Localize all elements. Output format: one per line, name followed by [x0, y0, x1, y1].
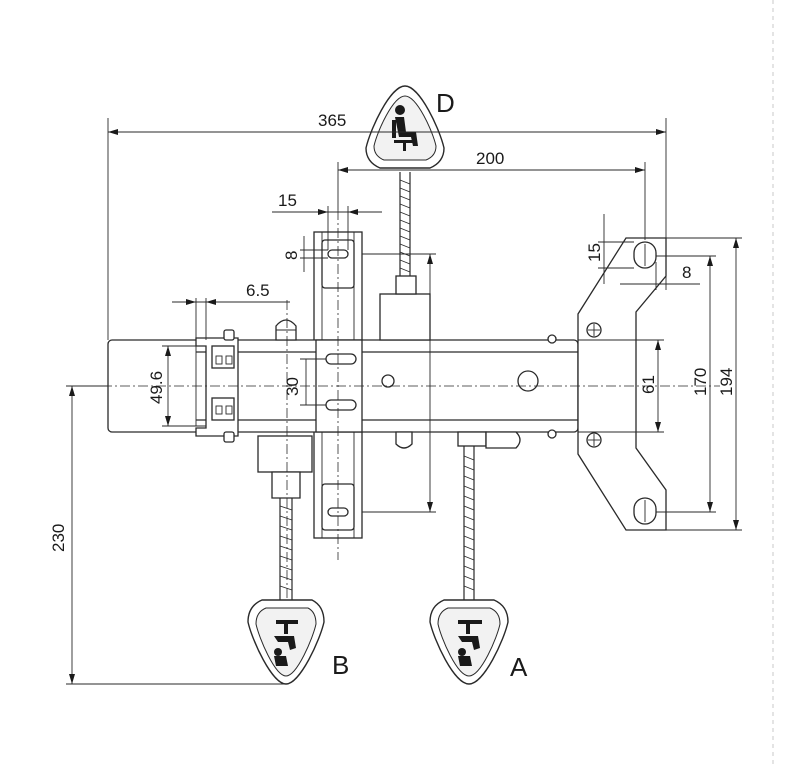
dim-span-right: 200: [476, 149, 504, 168]
chair-tilt-icon: [458, 620, 482, 666]
lever-b: [247, 435, 325, 685]
lever-a: [429, 431, 521, 685]
left-clamp: [195, 329, 239, 443]
dim-slot-spacing: 30: [283, 377, 302, 396]
label-lever-d: D: [436, 88, 455, 118]
dimension-lines: [66, 118, 742, 685]
center-lines: [66, 210, 720, 600]
dim-rail-height-left: 49.6: [147, 371, 166, 404]
dim-rail-height-right: 61: [639, 375, 658, 394]
main-rail: [107, 334, 579, 439]
dim-height-to-lever-b: 230: [49, 524, 68, 552]
dim-bracket-slot-height: 8: [682, 263, 691, 282]
lever-d: [365, 85, 445, 341]
label-lever-a: A: [510, 652, 528, 682]
dim-slot-width-left: 15: [278, 191, 297, 210]
dim-slot-height-left: 8: [282, 251, 301, 260]
dim-offset-left: 6.5: [246, 281, 270, 300]
label-lever-b: B: [332, 650, 349, 680]
dim-bracket-inner: 170: [691, 368, 710, 396]
seated-person-icon: [392, 105, 418, 151]
bolt-heads: [275, 319, 413, 449]
chair-height-icon: [274, 620, 298, 666]
dim-bracket-outer: 194: [717, 368, 736, 396]
dim-overall-width: 365: [318, 111, 346, 130]
dim-bracket-slot-width: 15: [585, 243, 604, 262]
